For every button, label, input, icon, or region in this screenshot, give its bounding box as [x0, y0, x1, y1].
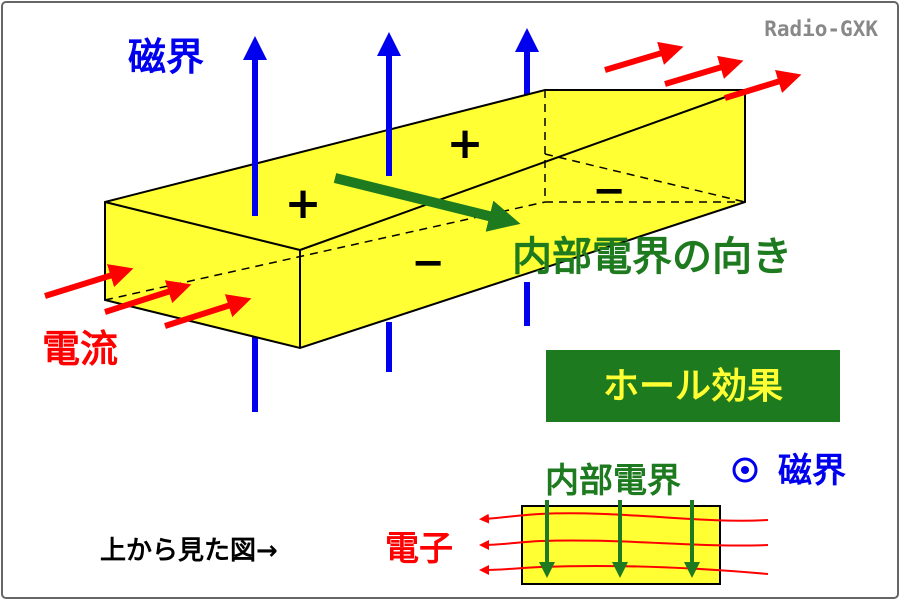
- conductor-outline: [104, 89, 746, 350]
- magnetic-field-label: 磁界: [128, 35, 204, 79]
- minus-sign: −: [411, 240, 445, 286]
- internal-field-direction-label: 内部電界の向き: [512, 234, 792, 280]
- plus-sign: +: [285, 178, 322, 229]
- title-box: [546, 350, 840, 422]
- hall-effect-title: ホール効果: [603, 366, 783, 407]
- top-view-label: 上から見た図→: [100, 536, 278, 566]
- conductor-block: [104, 89, 746, 350]
- magnetic-field-out-label: 磁界: [778, 451, 846, 491]
- circle-dot-icon: [732, 457, 758, 483]
- credit-text: Radio-GXK: [764, 17, 878, 41]
- current-arrow: [44, 264, 134, 299]
- current-arrow: [164, 294, 252, 329]
- internal-field-arrow: [333, 173, 521, 232]
- current-arrow: [104, 280, 192, 315]
- electron-path: [479, 539, 769, 550]
- plus-sign: +: [447, 118, 484, 169]
- conductor-edge: [104, 201, 301, 251]
- minus-sign: −: [592, 168, 626, 214]
- electrons-label: 電子: [385, 529, 453, 569]
- current-arrow: [724, 70, 802, 101]
- conductor-edge: [299, 89, 746, 251]
- current-arrow: [604, 41, 684, 73]
- top-view-plate: [479, 500, 769, 585]
- electron-path: [479, 564, 769, 575]
- current-label: 電流: [42, 327, 118, 371]
- hidden-edge: [544, 153, 746, 203]
- current-arrow: [664, 55, 744, 87]
- internal-field-label: 内部電界: [545, 461, 681, 501]
- electron-path: [479, 512, 769, 524]
